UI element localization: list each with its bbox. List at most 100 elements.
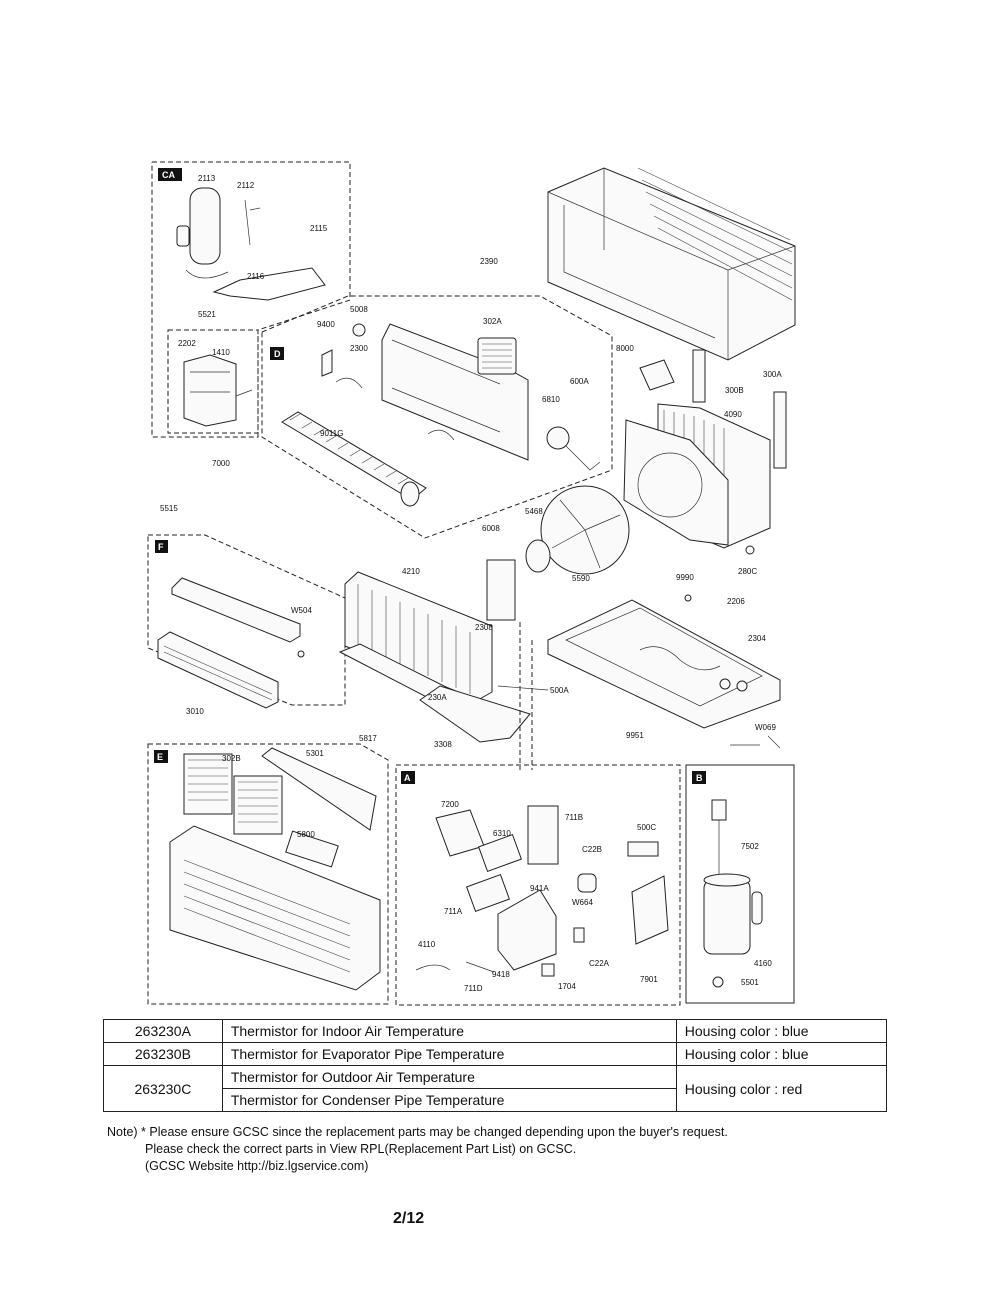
part-label: W504 [291,606,312,615]
tube-assembly-drawing [176,187,326,427]
part-label: 2308 [475,623,493,632]
part-label: 711A [444,907,463,916]
part-description: Thermistor for Indoor Air Temperature [221,1019,677,1043]
part-label: 1704 [558,982,576,991]
part-label: 300B [725,386,744,395]
part-label: 2116 [247,272,265,281]
part-label: 9418 [492,970,510,979]
tag-e: E [157,752,163,762]
housing-color: Housing color : blue [675,1019,888,1043]
part-label: 2112 [237,181,255,190]
part-label: 9400 [317,320,335,329]
part-label: 5817 [359,734,377,743]
housing-color: Housing color : blue [675,1042,888,1066]
section-a-box: A [395,764,681,1006]
part-label: 5800 [297,830,315,839]
part-label: 9951 [626,731,644,740]
part-label: 5468 [525,507,543,516]
part-label: W069 [755,723,776,732]
part-label: 2113 [198,174,216,183]
part-label: 300A [763,370,782,379]
tag-b: B [696,773,703,783]
part-label: 5008 [350,305,368,314]
part-description: Thermistor for Outdoor Air Temperature [221,1065,677,1089]
page-number: 2/12 [393,1210,425,1227]
part-label: 9990 [676,573,694,582]
part-label: 7502 [741,842,759,851]
note-line: Note) * Please ensure GCSC since the rep… [107,1125,728,1139]
blower-assembly-drawing [281,323,601,507]
part-label: 6310 [493,829,511,838]
tag-f: F [158,542,164,552]
part-label: 941A [530,884,549,893]
part-label: 5501 [741,978,759,987]
table-row: 263230B Thermistor for Evaporator Pipe T… [103,1042,888,1066]
part-label: 711B [565,813,583,822]
section-f-box: F [147,534,346,706]
tag-a: A [404,773,411,783]
table-row: Thermistor for Condenser Pipe Temperatur… [104,1088,887,1112]
part-label: 302B [222,754,241,763]
table-row: 263230C Thermistor for Outdoor Air Tempe… [103,1065,888,1112]
front-louver-drawing [157,577,305,709]
note-line: Please check the correct parts in View R… [145,1142,577,1156]
section-d-box: D [261,295,613,539]
part-label: 5521 [198,310,216,319]
part-code: 263230C [103,1065,223,1112]
part-label: 9011G [320,429,343,438]
section-ca-box: CA [151,161,351,438]
part-label: 2300 [350,344,368,353]
tag-d: D [274,349,281,359]
front-grille-drawing [169,747,381,991]
part-label: 2202 [178,339,196,348]
part-label: 7000 [212,459,230,468]
part-label: 5301 [306,749,324,758]
table-row: 263230A Thermistor for Indoor Air Temper… [103,1019,888,1043]
part-label: C22A [589,959,610,968]
connection-lines [497,622,549,770]
part-label: 7200 [441,800,459,809]
part-label: 6008 [482,524,500,533]
part-number-labels: 2113 2112 2115 2116 5521 2202 1410 2390 … [160,174,782,993]
part-label: 600A [570,377,589,386]
part-label: 500C [637,823,656,832]
part-label: 230A [428,693,447,702]
tag-ca: CA [162,170,175,180]
part-label: 5590 [572,574,590,583]
section-b-box: B [685,764,795,1004]
part-label: 1410 [212,348,230,357]
part-description: Thermistor for Condenser Pipe Temperatur… [221,1088,677,1112]
part-description: Thermistor for Evaporator Pipe Temperatu… [221,1042,677,1066]
part-label: 500A [550,686,569,695]
part-code: 263230A [103,1019,223,1043]
part-label: 4110 [418,940,436,949]
replacement-note: Note) * Please ensure GCSC since the rep… [107,1124,728,1175]
part-code: 263230B [103,1042,223,1066]
part-label: 302A [483,317,502,326]
exploded-parts-diagram: CA D F E A B [147,161,796,1006]
housing-color: Housing color : red [675,1065,888,1112]
part-label: 4160 [754,959,772,968]
part-label: 2115 [310,224,328,233]
base-pan-drawing [547,594,781,749]
part-label: 7901 [640,975,658,984]
part-label: 2206 [727,597,745,606]
part-label: 711D [464,984,483,993]
section-e-box: E [147,743,389,1005]
evaporator-coil-drawing [338,571,531,743]
control-box-drawing [415,805,669,977]
part-label: C22B [582,845,602,854]
part-label: 3010 [186,707,204,716]
thermistor-table: 263230A Thermistor for Indoor Air Temper… [103,1019,888,1112]
part-label: 4210 [402,567,420,576]
part-label: 6810 [542,395,560,404]
note-website-line: (GCSC Website http://biz.lgservice.com) [145,1159,369,1173]
part-label: 4090 [724,410,742,419]
condenser-fan-drawing [486,403,771,621]
part-label: 280C [738,567,757,576]
part-label: 3308 [434,740,452,749]
cabinet-drawing [547,167,796,469]
part-label: 2304 [748,634,766,643]
part-label: 8000 [616,344,634,353]
compressor-drawing [703,799,763,988]
